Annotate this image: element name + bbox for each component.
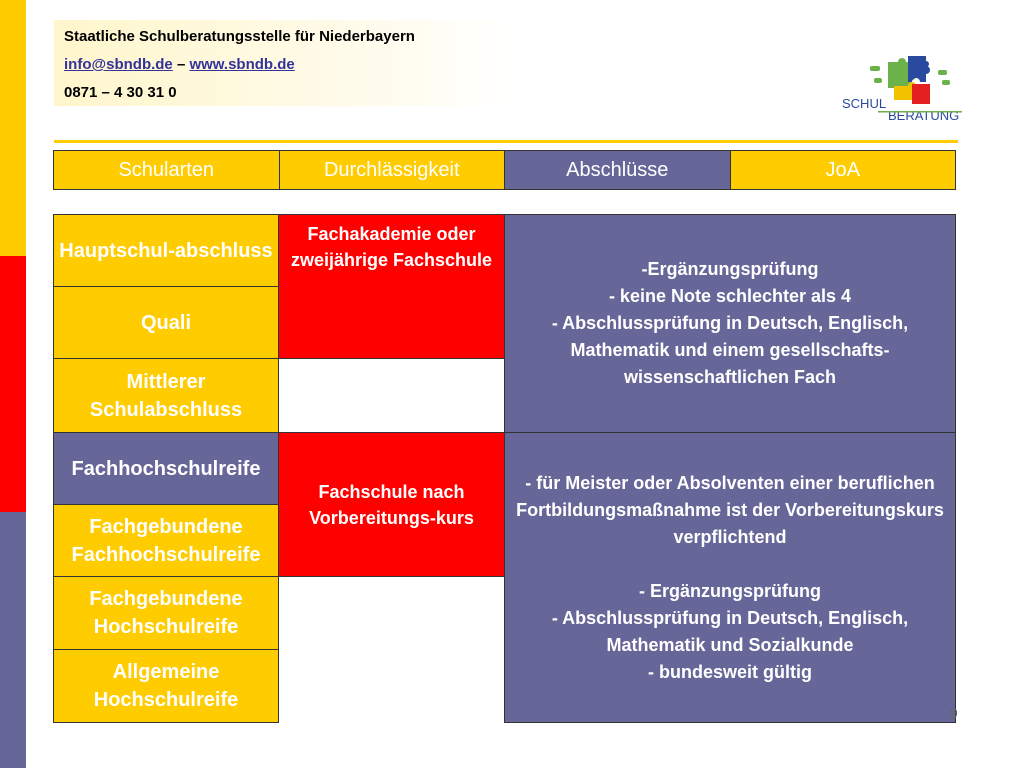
tab-durchlaessigkeit[interactable]: Durchlässigkeit bbox=[279, 151, 505, 189]
left-stripe-blue bbox=[0, 512, 26, 768]
degree-fachgebundene-fachhochschulreife[interactable]: Fachgebundene Fachhochschulreife bbox=[53, 504, 279, 577]
header-org: Staatliche Schulberatungsstelle für Nied… bbox=[64, 28, 415, 45]
nav-tabs: Schularten Durchlässigkeit Abschlüsse Jo… bbox=[53, 150, 956, 190]
tab-schularten[interactable]: Schularten bbox=[54, 151, 280, 189]
header-divider bbox=[54, 140, 958, 143]
tab-joa[interactable]: JoA bbox=[730, 151, 955, 189]
requirements-text-2: - für Meister oder Absolventen einer ber… bbox=[516, 472, 944, 682]
header-phone: 0871 – 4 30 31 0 bbox=[64, 84, 177, 101]
requirements-block-1: -Ergänzungsprüfung - keine Note schlecht… bbox=[504, 214, 956, 433]
school-fachakademie[interactable]: Fachakademie oder zweijährige Fachschule bbox=[278, 214, 505, 359]
degree-hauptschulabschluss[interactable]: Hauptschul-abschluss bbox=[53, 214, 279, 287]
empty-cell bbox=[278, 358, 505, 433]
tab-abschluesse[interactable]: Abschlüsse bbox=[505, 151, 731, 189]
website-link[interactable]: www.sbndb.de bbox=[189, 56, 295, 73]
requirements-block-2: - für Meister oder Absolventen einer ber… bbox=[504, 432, 956, 723]
left-stripe-red bbox=[0, 256, 26, 512]
header-contact: info@sbndb.de – www.sbndb.de bbox=[64, 56, 295, 73]
degree-mittlerer-schulabschluss[interactable]: Mittlerer Schulabschluss bbox=[53, 358, 279, 433]
school-fachschule-vorbereitungskurs[interactable]: Fachschule nach Vorbereitungs-kurs bbox=[278, 432, 505, 577]
degree-fachgebundene-hochschulreife[interactable]: Fachgebundene Hochschulreife bbox=[53, 576, 279, 650]
left-stripe-yellow bbox=[0, 0, 26, 256]
email-link[interactable]: info@sbndb.de bbox=[64, 56, 173, 73]
requirements-text-1: -Ergänzungsprüfung - keine Note schlecht… bbox=[551, 259, 909, 387]
degree-fachhochschulreife[interactable]: Fachhochschulreife bbox=[53, 432, 279, 505]
contact-separator: – bbox=[172, 56, 190, 73]
degree-quali[interactable]: Quali bbox=[53, 286, 279, 359]
logo-word-schul: SCHUL bbox=[842, 96, 886, 111]
logo-word-beratung: BERATUNG bbox=[888, 108, 959, 122]
puzzle-logo-icon: SCHUL BERATUNG bbox=[842, 56, 962, 122]
header-box: Staatliche Schulberatungsstelle für Nied… bbox=[54, 20, 521, 106]
degree-allgemeine-hochschulreife[interactable]: Allgemeine Hochschulreife bbox=[53, 649, 279, 723]
page-number: 9 bbox=[950, 705, 958, 721]
